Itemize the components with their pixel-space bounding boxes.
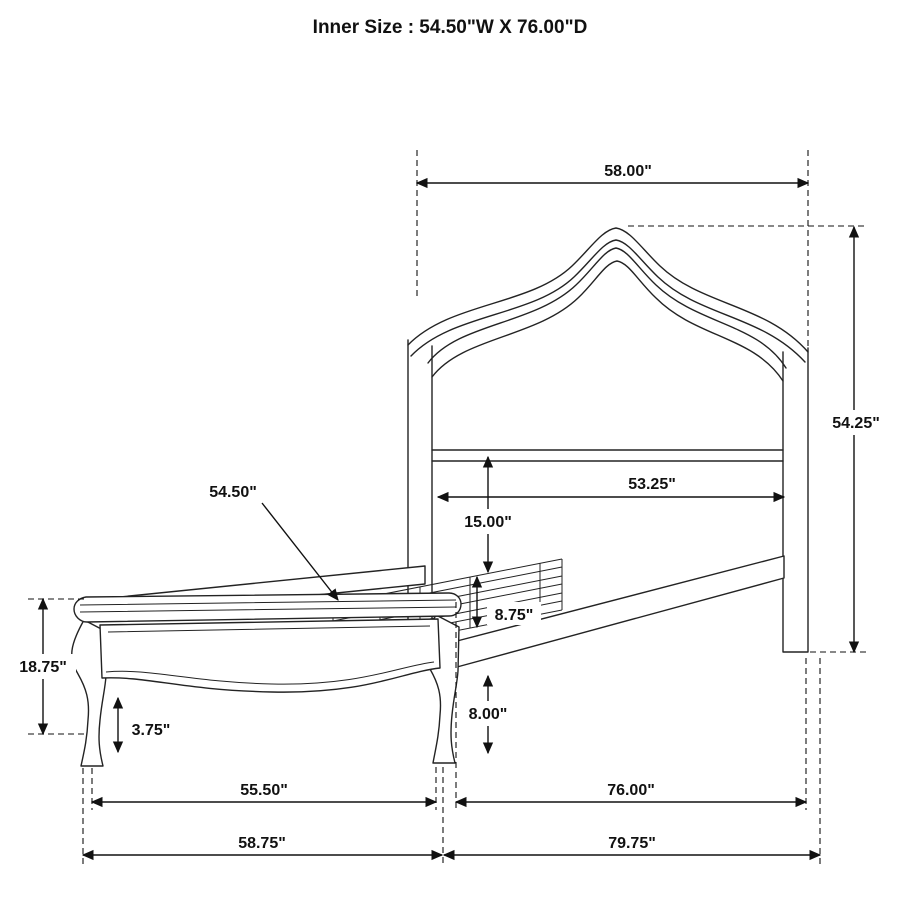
dim-label-headboard-width: 58.00" — [604, 163, 652, 180]
dim-label-headboard-height: 54.25" — [832, 415, 880, 432]
dim-inner-headboard-width: 53.25" — [436, 474, 786, 503]
dim-slat-stack-height: 8.75" — [471, 575, 541, 629]
label-bg — [10, 654, 76, 679]
dim-slat-width: 54.50" — [209, 484, 339, 601]
footboard-panel — [99, 618, 441, 693]
dim-label-inner-depth: 76.00" — [607, 782, 655, 799]
dim-label-footboard-width: 55.50" — [240, 782, 288, 799]
dim-label-overall-depth: 79.75" — [608, 835, 656, 852]
dim-label-inner-headboard-width: 53.25" — [628, 476, 676, 493]
dim-label-slat-top-height: 15.00" — [464, 514, 512, 531]
dim-footboard-width: 55.50" — [90, 782, 438, 808]
headboard-rail — [431, 449, 784, 462]
dim-headboard-width: 58.00" — [415, 163, 810, 189]
dim-inner-depth: 76.00" — [454, 782, 808, 808]
dim-label-overall-width: 58.75" — [238, 835, 286, 852]
leader-line-slat-width — [261, 502, 339, 601]
headboard-arch-molding — [407, 227, 809, 382]
dim-label-footboard-leg-height: 3.75" — [132, 722, 171, 739]
dim-label-rail-floor-clearance: 8.00" — [469, 706, 508, 723]
bed-drawing — [71, 227, 809, 767]
label-bg — [614, 474, 690, 494]
label-bg — [487, 602, 541, 625]
footboard-panel-inner-lines — [105, 625, 435, 685]
dim-slat-top-height: 15.00" — [456, 455, 520, 574]
dim-headboard-height: 54.25" — [822, 225, 888, 654]
footboard-top-rail-molding — [79, 599, 457, 613]
label-bg — [822, 410, 888, 435]
footboard — [71, 592, 462, 767]
dim-footboard-height: 18.75" — [10, 597, 76, 736]
page-title: Inner Size : 54.50"W X 76.00"D — [313, 17, 588, 38]
footboard-left-leg — [71, 619, 108, 767]
dim-label-slat-stack-height: 8.75" — [495, 607, 534, 624]
dim-label-slat-width: 54.50" — [209, 484, 257, 501]
dim-label-footboard-height: 18.75" — [19, 659, 67, 676]
footboard-top-rail — [73, 592, 462, 623]
extension-lines — [28, 150, 866, 866]
label-bg — [456, 509, 520, 534]
dim-overall-depth: 79.75" — [442, 835, 822, 861]
dim-footboard-leg-height: 3.75" — [112, 696, 171, 754]
label-bg — [459, 701, 517, 726]
dim-rail-floor-clearance: 8.00" — [459, 674, 517, 755]
dim-overall-width: 58.75" — [81, 835, 444, 861]
